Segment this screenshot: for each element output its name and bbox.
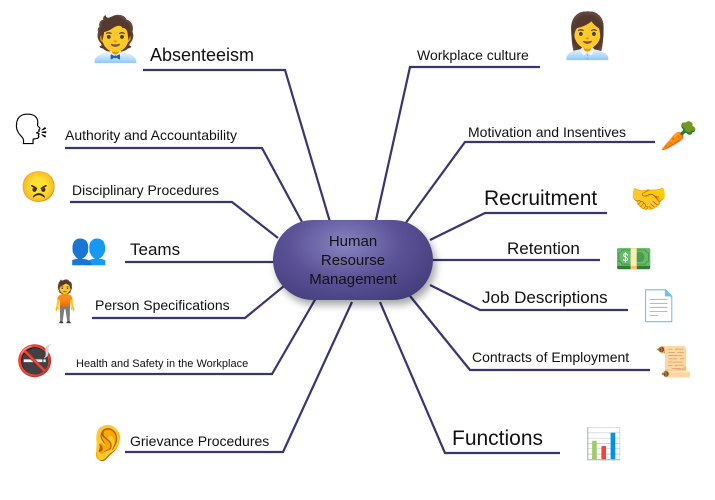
money-stack-icon: 💵 <box>615 243 653 276</box>
arguing-people-icon: 🗣 <box>12 113 51 146</box>
node-contracts[interactable]: Contracts of Employment <box>472 349 630 365</box>
interview-icon: 🤝 <box>630 183 668 216</box>
carrot-stick-icon: 🥕 <box>660 120 698 153</box>
team-group-icon: 👥 <box>70 233 108 266</box>
node-health[interactable]: Health and Safety in the Workplace <box>76 358 249 370</box>
branch-authority <box>65 146 303 223</box>
contract-icon: 📜 <box>655 346 693 379</box>
woman-on-phone-icon: 👩‍💼 <box>560 12 615 61</box>
branch-workplace <box>374 65 540 221</box>
node-absenteeism[interactable]: Absenteeism <box>150 45 255 65</box>
node-jobdesc[interactable]: Job Descriptions <box>482 288 608 307</box>
center-line-3: Management <box>309 270 397 288</box>
node-authority[interactable]: Authority and Accountability <box>65 127 237 143</box>
businessman-icon: 🧍 <box>40 280 90 324</box>
node-functions[interactable]: Functions <box>452 427 544 450</box>
branch-disciplinary <box>70 200 279 239</box>
no-smoking-icon: 🚭 <box>16 345 54 378</box>
node-person-spec[interactable]: Person Specifications <box>95 297 230 313</box>
node-workplace[interactable]: Workplace culture <box>417 47 529 63</box>
node-teams[interactable]: Teams <box>130 240 181 259</box>
node-motivation[interactable]: Motivation and Insentives <box>468 124 626 140</box>
org-chart-icon: 📊 <box>585 428 623 461</box>
center-line-1: Human <box>328 232 378 250</box>
branch-health <box>65 297 317 376</box>
node-recruitment[interactable]: Recruitment <box>484 187 598 210</box>
branch-contracts <box>409 295 650 372</box>
documents-icon: 📄 <box>640 290 678 323</box>
branch-jobdesc <box>429 284 628 312</box>
center-line-2: Resourse <box>320 251 386 269</box>
angry-face-icon: 😠 <box>20 171 58 204</box>
node-disciplinary[interactable]: Disciplinary Procedures <box>72 182 220 198</box>
central-node[interactable]: Human Resourse Management <box>273 220 433 300</box>
man-on-phone-icon: 🧑‍💼 <box>88 15 143 64</box>
node-retention[interactable]: Retention <box>507 239 580 258</box>
branch-person-spec <box>92 285 285 320</box>
branch-functions <box>378 301 560 455</box>
branch-recruitment <box>429 211 607 241</box>
branch-absenteeism <box>143 68 332 223</box>
branch-motivation <box>404 140 655 225</box>
branch-grievance <box>125 301 353 454</box>
ear-icon: 👂 <box>85 422 130 463</box>
node-grievance[interactable]: Grievance Procedures <box>130 433 270 449</box>
